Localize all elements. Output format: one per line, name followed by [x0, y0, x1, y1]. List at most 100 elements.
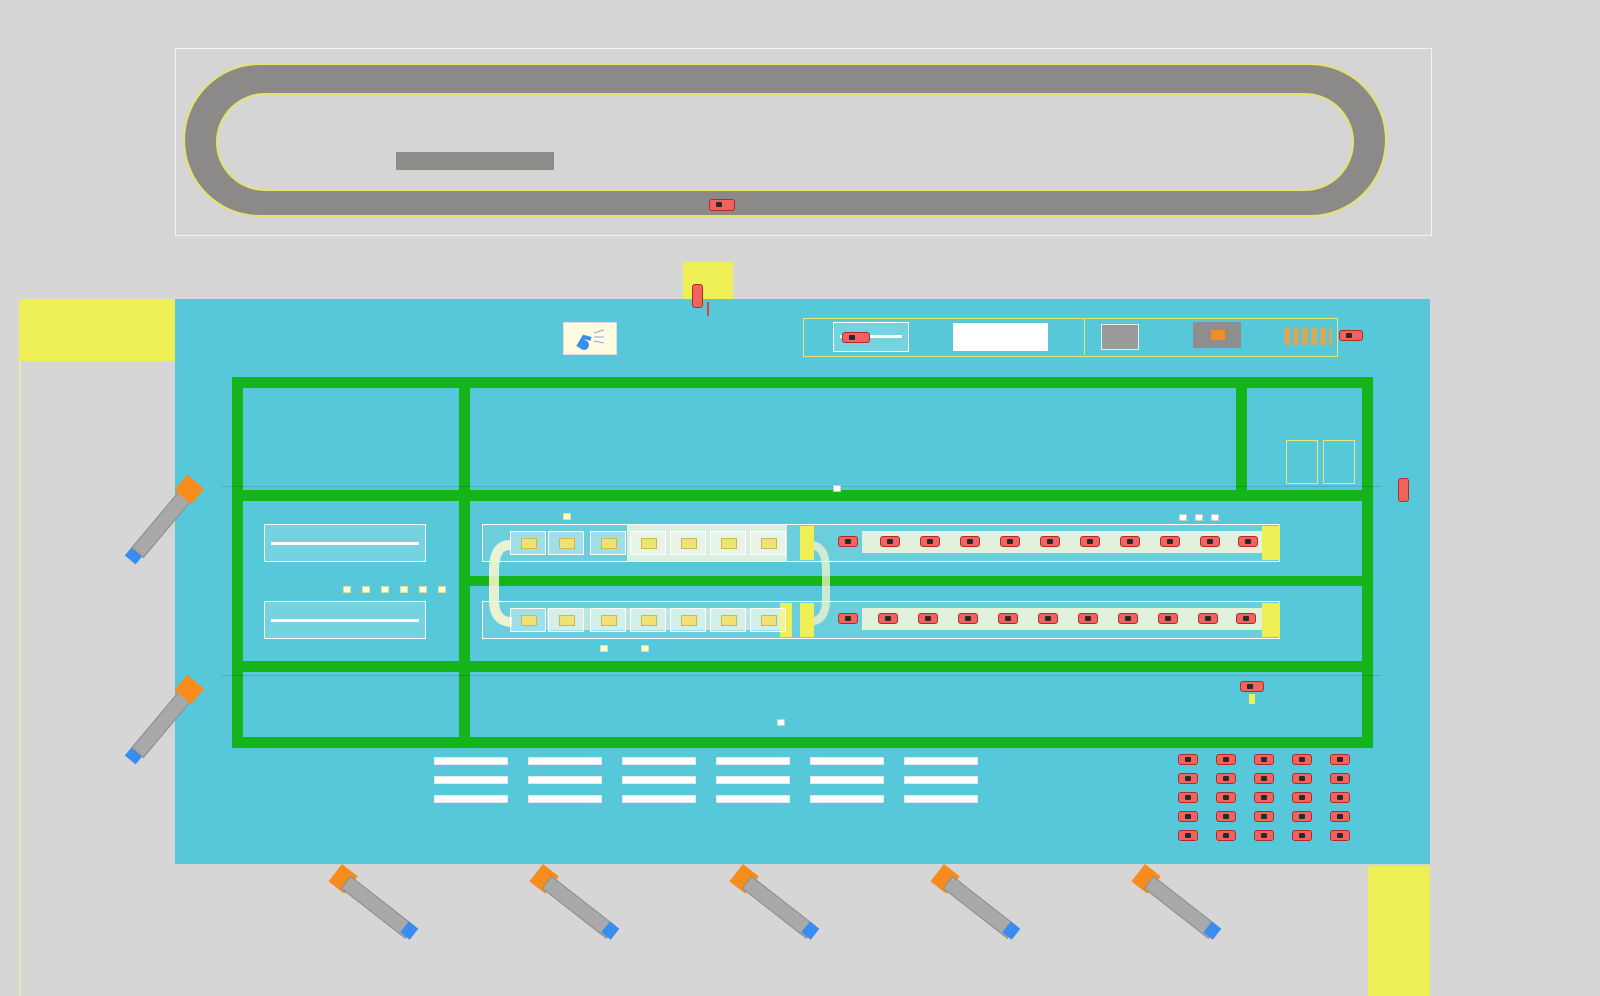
car-icon[interactable]: [709, 199, 735, 211]
car-icon[interactable]: [1240, 681, 1264, 692]
loading-dock-icon[interactable]: [1131, 864, 1222, 940]
zone-wall-horizontal: [232, 661, 1373, 672]
car-icon[interactable]: [838, 613, 858, 624]
parked-car-icon[interactable]: [1178, 811, 1198, 822]
car-icon[interactable]: [958, 613, 978, 624]
pallet: [528, 776, 602, 784]
parked-car-icon[interactable]: [1292, 830, 1312, 841]
parked-car-icon[interactable]: [1254, 754, 1274, 765]
car-icon[interactable]: [1040, 536, 1060, 547]
parked-car-icon[interactable]: [1216, 811, 1236, 822]
pallet: [622, 757, 696, 765]
car-icon[interactable]: [998, 613, 1018, 624]
parked-car-icon[interactable]: [1178, 773, 1198, 784]
parked-car-icon[interactable]: [1292, 754, 1312, 765]
assembly-station: [590, 531, 626, 555]
car-icon[interactable]: [1078, 613, 1098, 624]
car-icon[interactable]: [692, 284, 703, 308]
pallet: [904, 795, 978, 803]
parked-car-icon[interactable]: [1216, 754, 1236, 765]
parked-car-icon[interactable]: [1254, 811, 1274, 822]
car-icon[interactable]: [838, 536, 858, 547]
bin: [1195, 514, 1203, 521]
bin: [419, 586, 427, 593]
bin: [833, 485, 841, 492]
car-icon[interactable]: [960, 536, 980, 547]
line-end-pad: [1262, 526, 1280, 560]
marker-line: [222, 675, 1382, 676]
assembly-station: [670, 531, 706, 555]
car-icon[interactable]: [880, 536, 900, 547]
car-icon[interactable]: [1080, 536, 1100, 547]
parked-car-icon[interactable]: [1330, 754, 1350, 765]
zone-wall-horizontal: [232, 490, 1373, 501]
assembly-station: [750, 608, 786, 632]
pallet: [810, 795, 884, 803]
bin: [1211, 514, 1219, 521]
bin: [1179, 514, 1187, 521]
parked-car-icon[interactable]: [1254, 792, 1274, 803]
conveyor-loop: [489, 540, 830, 627]
parked-car-icon[interactable]: [1292, 792, 1312, 803]
parking-lot: [1178, 754, 1358, 850]
parked-car-icon[interactable]: [1330, 811, 1350, 822]
car-icon[interactable]: [842, 332, 870, 343]
parked-car-icon[interactable]: [1330, 830, 1350, 841]
car-icon[interactable]: [918, 613, 938, 624]
bay-outline: [1323, 440, 1355, 484]
oval-track-icon: [183, 63, 1387, 217]
parked-car-icon[interactable]: [1292, 811, 1312, 822]
parked-car-icon[interactable]: [1178, 754, 1198, 765]
parked-car-icon[interactable]: [1216, 773, 1236, 784]
parked-car-icon[interactable]: [1330, 792, 1350, 803]
assembly-station: [548, 531, 584, 555]
bin: [400, 586, 408, 593]
loading-dock-icon[interactable]: [529, 864, 620, 940]
car-icon[interactable]: [1120, 536, 1140, 547]
car-icon[interactable]: [1158, 613, 1178, 624]
marker-line: [222, 486, 1382, 487]
zone-wall-vertical: [459, 377, 470, 748]
pallet: [904, 757, 978, 765]
zone-wall-bottom: [232, 737, 1373, 748]
parked-car-icon[interactable]: [1254, 773, 1274, 784]
car-icon[interactable]: [920, 536, 940, 547]
parked-car-icon[interactable]: [1216, 792, 1236, 803]
parked-car-icon[interactable]: [1178, 830, 1198, 841]
zone-wall-top: [232, 377, 1373, 388]
bin: [362, 586, 370, 593]
car-icon[interactable]: [1200, 536, 1220, 547]
zone-wall-vertical: [1236, 377, 1247, 495]
car-icon[interactable]: [1398, 478, 1409, 502]
car-icon[interactable]: [1038, 613, 1058, 624]
yellow-pad-bottom-right: [1368, 866, 1430, 996]
pallet: [716, 776, 790, 784]
bin: [600, 645, 608, 652]
parked-car-icon[interactable]: [1292, 773, 1312, 784]
car-icon[interactable]: [1236, 613, 1256, 624]
loading-dock-icon[interactable]: [328, 864, 419, 940]
pallet: [716, 757, 790, 765]
car-icon[interactable]: [1118, 613, 1138, 624]
machine-unit: [1101, 324, 1139, 350]
loading-dock-icon[interactable]: [729, 864, 820, 940]
robot-arm-icon: [563, 322, 617, 355]
parked-car-icon[interactable]: [1254, 830, 1274, 841]
parked-car-icon[interactable]: [1330, 773, 1350, 784]
bin: [343, 586, 351, 593]
car-icon[interactable]: [878, 613, 898, 624]
loading-dock-icon[interactable]: [930, 864, 1021, 940]
bin: [641, 645, 649, 652]
parked-car-icon[interactable]: [1216, 830, 1236, 841]
bin: [777, 719, 785, 726]
bin: [381, 586, 389, 593]
car-icon[interactable]: [1160, 536, 1180, 547]
car-icon[interactable]: [1238, 536, 1258, 547]
car-icon[interactable]: [1198, 613, 1218, 624]
pallet: [434, 776, 508, 784]
parked-car-icon[interactable]: [1178, 792, 1198, 803]
machine-unit: [1193, 322, 1241, 348]
car-icon[interactable]: [1000, 536, 1020, 547]
car-icon[interactable]: [1339, 330, 1363, 341]
yellow-gate: [800, 526, 814, 560]
